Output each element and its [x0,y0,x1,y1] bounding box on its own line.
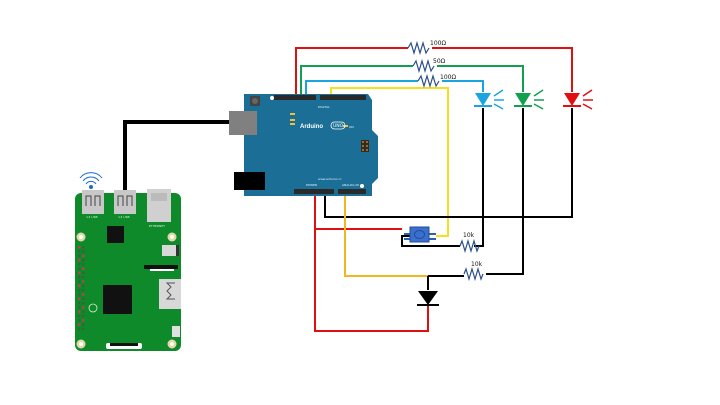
gpio-pin [78,246,81,249]
gpio-pin [78,254,81,257]
gpio-pin [78,280,81,283]
gpio-pin [82,254,85,257]
rpi-power-port [172,326,180,337]
arduino-uno-board: DIGITAL Arduino UNO ON www.arduino.cc PO… [229,94,378,196]
resistor-green-label: 50Ω [433,58,446,65]
gpio-pin [82,267,85,270]
gpio-pin [78,310,81,313]
gpio-pin [82,293,85,296]
svg-text:×2 USB: ×2 USB [86,215,98,219]
arduino-model: UNO [333,123,344,129]
gpio-pin [82,276,85,279]
led-green [514,89,544,110]
wire-green-led-cathode [486,108,524,275]
gpio-pin [78,314,81,318]
gpio-pin [82,301,85,305]
wire-yellow-button [330,87,449,237]
rpi-gpio-header [78,246,85,331]
resistor-button: 10k [459,232,480,254]
rpi-soc [103,285,132,314]
usb-cable [123,120,232,196]
gpio-pin [82,289,85,292]
rpi-ethernet-port: ETHERNET [147,189,171,228]
wire-button-gnd [401,235,460,247]
arduino-digital-label: DIGITAL [318,105,330,109]
gpio-pin [78,301,81,305]
rpi-audio-jack [162,245,177,256]
resistor-green: 50Ω [412,58,446,74]
gpio-pin [82,250,85,253]
gpio-pin [82,246,85,249]
arduino-url: www.arduino.cc [318,177,342,181]
raspberry-logo [88,303,98,313]
rpi-usb-port-2: ×2 USB [114,190,136,219]
raspberry-pi-board: ×2 USB ×2 USB ETHERNET [75,172,181,351]
gpio-pin [82,323,85,326]
wire-blue-led-cathode [474,108,484,247]
arduino-icsp-header [361,140,369,152]
gpio-pin [78,267,81,270]
gpio-pin [82,314,85,318]
gpio-pin [82,297,85,300]
svg-text:×2 USB: ×2 USB [118,215,130,219]
resistor-diode-label: 10k [471,261,483,268]
gpio-pin [78,276,81,279]
led-red [563,89,593,110]
arduino-on-label: ON [349,125,354,129]
gpio-pin [78,323,81,326]
wire-red-led [295,47,573,97]
arduino-power-label: POWER [306,183,317,187]
gpio-pin [78,263,81,266]
rpi-usb-port-1: ×2 USB [82,190,104,219]
arduino-analog-header [338,189,366,194]
gpio-pin [82,306,85,309]
gpio-pin [78,327,81,331]
gpio-pin [82,284,85,288]
arduino-power-jack [234,172,265,190]
rpi-camera-connector [144,265,178,269]
resistor-diode: 10k [463,261,484,282]
wire-analog [344,192,428,277]
rpi-hdmi-port [159,279,181,309]
arduino-digital-header-2 [320,95,366,100]
gpio-pin [78,284,81,288]
wifi-icon [79,172,103,189]
gpio-pin [78,250,81,253]
gpio-pin [78,293,81,296]
wire-green-led [300,65,524,97]
gpio-pin [82,280,85,283]
gpio-pin [78,289,81,292]
gpio-pin [82,310,85,313]
resistor-blue: 100Ω [417,73,456,89]
diode [417,291,439,306]
gpio-pin [78,319,81,322]
gpio-pin [78,271,81,275]
resistor-button-label: 10k [463,232,475,239]
arduino-analog-label: ANALOG IN [342,183,359,187]
arduino-digital-header-1 [274,95,316,100]
push-button [404,226,436,243]
gpio-pin [78,297,81,300]
wire-diode-top [427,275,464,290]
arduino-brand: Arduino [300,124,323,130]
gpio-pin [82,327,85,331]
wire-5v [314,192,429,332]
gpio-pin [82,263,85,266]
gpio-pin [82,271,85,275]
led-blue [474,89,504,110]
wire-red-led-cathode [324,108,573,218]
arduino-power-header [294,189,334,194]
resistor-red: 100Ω [407,40,446,56]
arduino-usb-port [229,111,257,135]
gpio-pin [82,258,85,262]
resistor-red-label: 100Ω [430,40,446,47]
gpio-pin [78,306,81,309]
rpi-usb-chip [107,226,124,243]
wire-blue-led [305,80,484,97]
gpio-pin [82,319,85,322]
gpio-pin [78,258,81,262]
resistor-blue-label: 100Ω [440,74,456,81]
svg-text:ETHERNET: ETHERNET [149,224,165,228]
